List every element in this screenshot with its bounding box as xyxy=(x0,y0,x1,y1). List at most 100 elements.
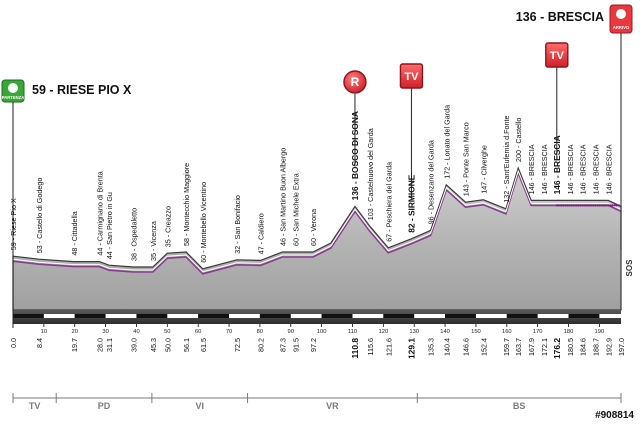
start-flag-icon xyxy=(8,83,18,93)
terrain-area xyxy=(12,166,622,311)
road-segment xyxy=(321,314,353,318)
road-segment xyxy=(599,314,621,318)
circuit-dot xyxy=(598,204,601,207)
location-label: 46 - San Martino Buon Albergo xyxy=(278,148,287,246)
axis-tick-label: 120 xyxy=(379,329,389,335)
start-town-label: 59 - RIESE PIO X xyxy=(32,83,132,97)
km-label: 87.3 xyxy=(278,338,287,352)
road-segment xyxy=(198,314,230,318)
location-label: 35 - Creazzo xyxy=(163,206,172,247)
location-label: 32 - San Bonifacio xyxy=(233,195,242,254)
circuit-dot xyxy=(617,204,621,207)
road-segment xyxy=(383,314,415,318)
km-label: 19.7 xyxy=(70,338,79,352)
image-id-box xyxy=(578,407,638,421)
circuit-dot xyxy=(585,204,588,207)
finish-badge: ARRIVO xyxy=(609,4,633,34)
location-label: 35 - Vicenza xyxy=(149,221,158,261)
axis-tick-label: 10 xyxy=(41,329,47,335)
road-segment xyxy=(259,314,291,318)
circuit-dot xyxy=(587,204,591,207)
location-label: 132 - Sant'Eufemia d.Fonte xyxy=(502,116,511,203)
circuit-dot xyxy=(607,204,610,207)
road-segment xyxy=(74,314,106,318)
km-label: 172.1 xyxy=(540,338,549,356)
axis-tick-label: 130 xyxy=(409,329,419,335)
km-label: 31.1 xyxy=(105,338,114,352)
location-label: 146 - BRESCIA xyxy=(566,144,575,194)
circuit-dot xyxy=(589,204,593,207)
circuit-dot xyxy=(575,204,578,207)
km-label: 45.3 xyxy=(149,338,158,352)
tv-marker xyxy=(545,42,569,68)
province-label: PD xyxy=(98,401,111,411)
location-label: 48 - Cittadella xyxy=(70,211,79,255)
location-label: 146 - BRESCIA xyxy=(604,144,613,194)
km-label: 39.0 xyxy=(129,338,138,352)
circuit-dot xyxy=(600,204,603,207)
circuit-dot xyxy=(564,204,567,207)
km-label: 121.6 xyxy=(384,338,393,356)
road-segment xyxy=(352,314,384,318)
axis-tick-label: 150 xyxy=(471,329,481,335)
km-label: 91.5 xyxy=(291,338,300,352)
tv-marker xyxy=(399,63,424,89)
location-label: 60 - Verona xyxy=(309,209,318,246)
refreshment-marker xyxy=(343,70,367,94)
location-label: 47 - Caldiero xyxy=(257,213,266,254)
location-label: 44 - San Pietro in Gu xyxy=(105,192,114,259)
province-label: BS xyxy=(513,401,526,411)
road-segment xyxy=(537,314,569,318)
circuit-dot xyxy=(611,204,614,207)
km-label: 135.3 xyxy=(427,338,436,356)
road-line xyxy=(12,169,622,273)
location-label: 146 - BRESCIA xyxy=(552,135,562,194)
axis-tick-label: 110 xyxy=(348,329,357,335)
km-label: 72.5 xyxy=(233,338,242,352)
km-label: 110.8 xyxy=(350,338,360,359)
axis-tick-label: 100 xyxy=(317,329,327,335)
road-segment xyxy=(445,314,476,318)
circuit-dot xyxy=(613,204,616,207)
km-label: 180.5 xyxy=(566,338,575,356)
km-label: 129.1 xyxy=(406,338,416,359)
road-segment xyxy=(475,314,507,318)
circuit-dot xyxy=(577,204,580,207)
location-label: 147 - Cilverghe xyxy=(479,145,488,194)
circuit-dot xyxy=(583,204,586,207)
tv-marker-label: TV xyxy=(404,71,419,83)
location-label: 103 - Castelnuovo del Garda xyxy=(366,128,375,220)
circuit-dot xyxy=(604,204,608,207)
km-label: 176.2 xyxy=(552,338,562,359)
axis-tick-label: 50 xyxy=(164,329,170,335)
location-label: 96 - Desenzano del Garda xyxy=(427,140,436,224)
km-label: 61.5 xyxy=(199,338,208,352)
km-label: 8.4 xyxy=(35,338,44,348)
km-label: 56.1 xyxy=(182,338,191,352)
road-segment xyxy=(43,314,75,318)
circuit-dot xyxy=(568,204,571,207)
location-label: 146 - BRESCIA xyxy=(591,144,600,194)
circuit-dot xyxy=(566,204,569,207)
km-label: 140.4 xyxy=(442,338,451,356)
location-label: 146 - BRESCIA xyxy=(540,144,549,194)
axis-tick-label: 190 xyxy=(595,329,605,335)
start-badge-text: PARTENZA xyxy=(2,95,25,100)
location-label: 60 - San Michele Extra xyxy=(291,173,300,246)
location-label: 146 - BRESCIA xyxy=(527,144,536,194)
location-label: 60 - Montebello Vicentino xyxy=(199,182,208,263)
province-label: VR xyxy=(326,401,339,411)
axis-tick-label: 70 xyxy=(226,329,232,335)
start-badge: PARTENZA xyxy=(1,79,25,103)
circuit-dot xyxy=(594,204,597,207)
elevation-profile xyxy=(12,166,622,324)
road-segment xyxy=(13,314,44,318)
km-label: 152.4 xyxy=(479,338,488,356)
refreshment-marker-label: R xyxy=(351,75,360,89)
axis-tick-label: 80 xyxy=(257,329,263,335)
finish-badge-text: ARRIVO xyxy=(613,25,630,30)
